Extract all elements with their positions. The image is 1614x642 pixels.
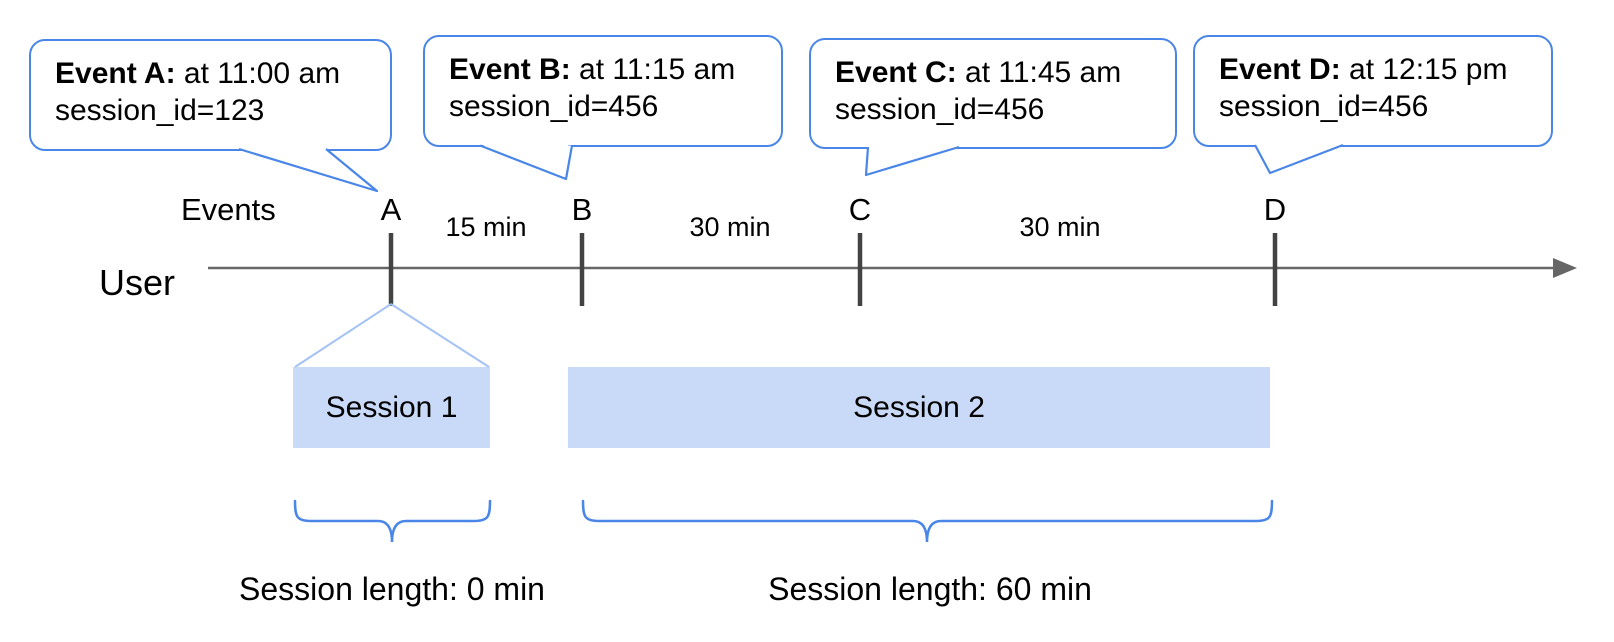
event-d-line1: Event D: at 12:15 pm	[1219, 51, 1551, 88]
event-c-bubble: Event C: at 11:45 am session_id=456	[809, 38, 1177, 149]
event-a-bubble: Event A: at 11:00 am session_id=123	[29, 39, 392, 151]
event-d-bubble: Event D: at 12:15 pm session_id=456	[1193, 35, 1553, 147]
marker-c: C	[848, 192, 872, 227]
event-a-session-id: session_id=123	[55, 94, 265, 127]
event-a-title: Event A:	[55, 57, 176, 90]
session-1-brace	[293, 499, 492, 543]
session-1-cone-left-line	[294, 303, 392, 368]
session-1-label: Session 1	[325, 390, 458, 424]
event-c-title: Event C:	[835, 56, 957, 89]
event-b-session-id: session_id=456	[449, 90, 659, 123]
event-b-bubble: Event B: at 11:15 am session_id=456	[423, 35, 783, 147]
event-c-bubble-tail	[864, 145, 960, 177]
event-a-bubble-tail	[238, 147, 379, 193]
event-a-time: at 11:00 am	[175, 57, 341, 90]
event-b-bubble-tail	[479, 144, 574, 181]
session-1-length-label: Session length: 0 min	[239, 571, 545, 607]
event-d-bubble-tail	[1254, 143, 1344, 175]
marker-b: B	[571, 192, 593, 227]
event-b-line1: Event B: at 11:15 am	[449, 51, 781, 88]
marker-a: A	[380, 192, 402, 227]
event-d-title: Event D:	[1219, 53, 1341, 86]
user-row-label: User	[99, 262, 176, 303]
event-c-time: at 11:45 am	[956, 56, 1122, 89]
marker-d: D	[1263, 192, 1287, 227]
event-b-title: Event B:	[449, 53, 571, 86]
session-2-box: Session 2	[568, 367, 1270, 448]
session-1-cone-right-line	[390, 303, 490, 368]
event-d-time: at 12:15 pm	[1340, 53, 1508, 86]
event-b-time: at 11:15 am	[570, 53, 736, 86]
interval-a-b: 15 min	[445, 212, 527, 242]
event-d-session-id: session_id=456	[1219, 90, 1429, 123]
session-2-length-label: Session length: 60 min	[768, 571, 1092, 607]
event-a-line1: Event A: at 11:00 am	[55, 55, 390, 92]
timeline-arrowhead-icon	[1553, 258, 1577, 278]
events-row-label: Events	[181, 192, 276, 227]
interval-b-c: 30 min	[689, 212, 771, 242]
session-2-brace	[581, 499, 1274, 543]
session-1-box: Session 1	[293, 367, 490, 448]
session-2-label: Session 2	[853, 390, 985, 424]
event-c-session-id: session_id=456	[835, 93, 1045, 126]
interval-c-d: 30 min	[1019, 212, 1101, 242]
event-c-line1: Event C: at 11:45 am	[835, 54, 1175, 91]
